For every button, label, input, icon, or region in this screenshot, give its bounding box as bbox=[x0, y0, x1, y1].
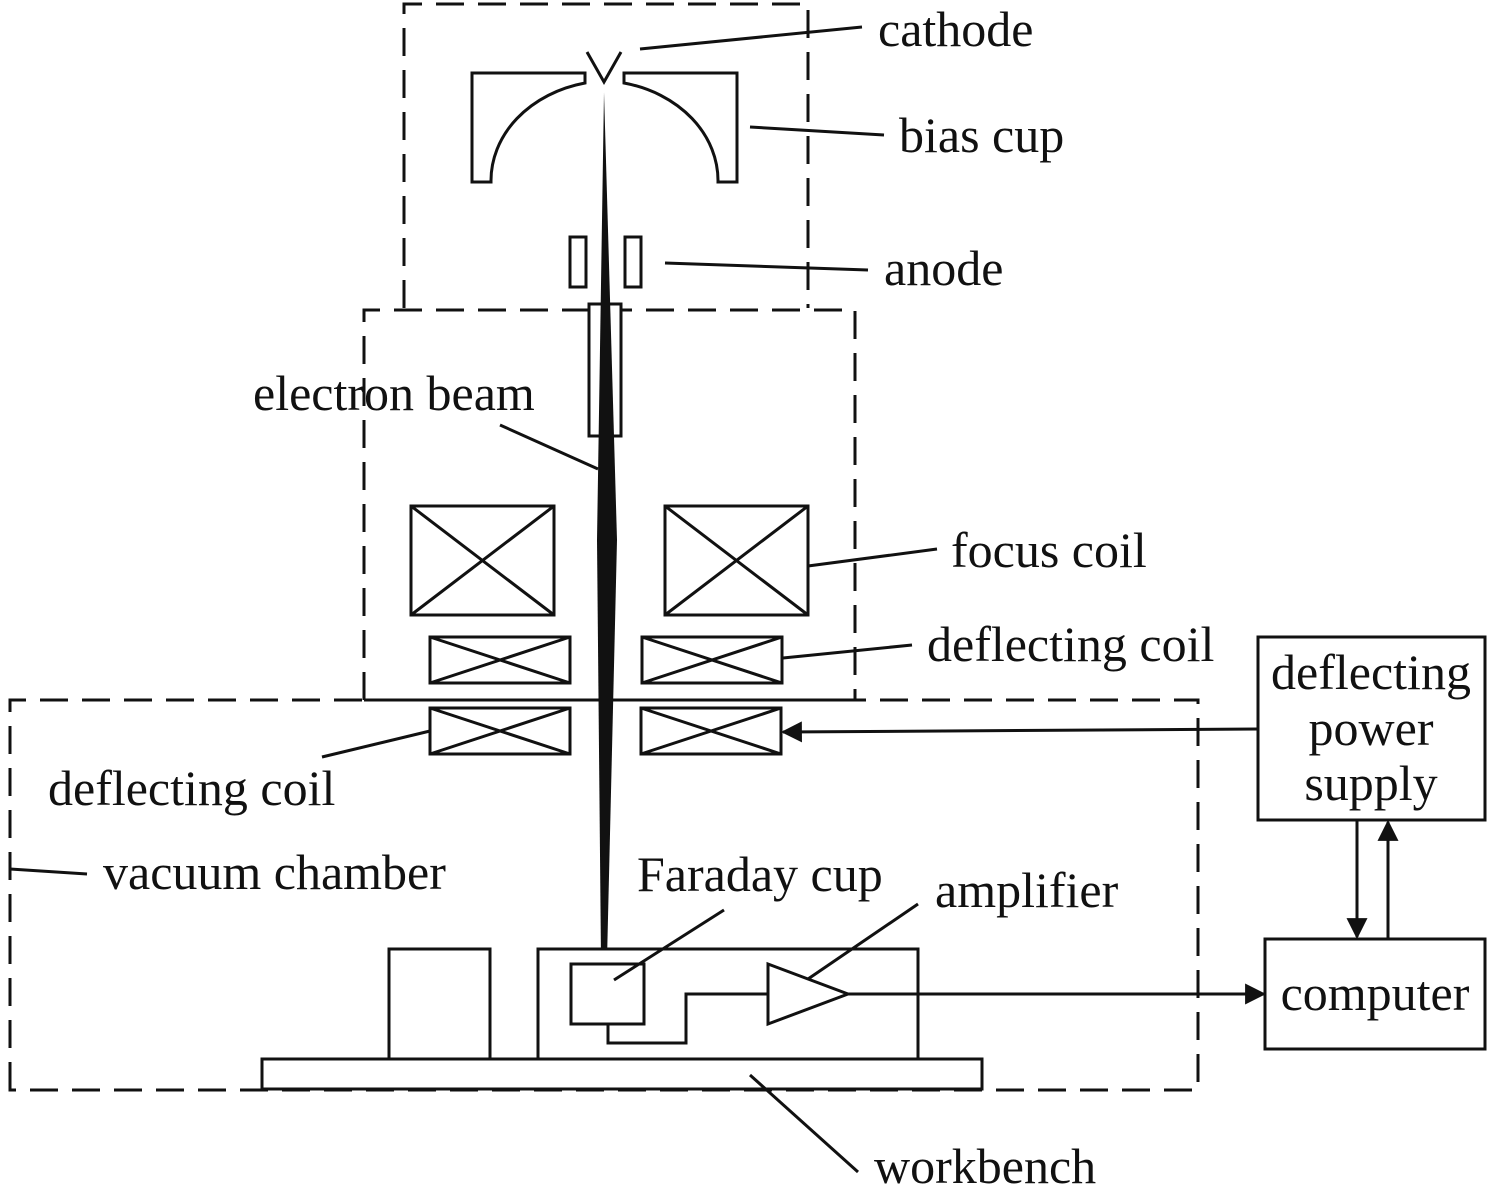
deflecting-coil-lower-label: deflecting coil bbox=[48, 760, 335, 816]
bias-cup-label: bias cup bbox=[899, 107, 1064, 163]
vacuum-chamber-leader bbox=[9, 867, 88, 876]
deflecting-coil-lower-left bbox=[428, 706, 572, 756]
workbench-leader bbox=[748, 1073, 860, 1174]
anode-left bbox=[568, 235, 588, 289]
anode-label: anode bbox=[884, 240, 1003, 296]
deflecting-coil-upper-left bbox=[428, 635, 572, 685]
workbench-label: workbench bbox=[874, 1138, 1096, 1194]
focus-coil-leader bbox=[807, 547, 938, 568]
electron-beam-label: electron beam bbox=[253, 365, 535, 421]
power-to-coil-wire bbox=[780, 721, 1259, 743]
focus-coil-left bbox=[409, 504, 556, 617]
left-block bbox=[387, 947, 492, 1061]
bias-cup-shape bbox=[470, 71, 587, 184]
faraday-to-amplifier-wire bbox=[606, 992, 768, 1045]
computer-box bbox=[1263, 937, 1487, 1051]
deflecting-coil-upper-right bbox=[640, 635, 784, 685]
anode-right bbox=[623, 235, 643, 289]
electron-beam-leader bbox=[499, 423, 599, 471]
focus-coil-label: focus coil bbox=[951, 522, 1147, 578]
electron-beam-shape bbox=[597, 92, 617, 960]
deflecting-coil-lower-leader bbox=[321, 729, 431, 759]
amplifier-leader bbox=[807, 902, 919, 981]
cathode-shape bbox=[585, 51, 623, 86]
anode-leader bbox=[664, 261, 869, 272]
amplifier-label: amplifier bbox=[935, 862, 1119, 918]
deflecting-coil-upper-label: deflecting coil bbox=[927, 616, 1214, 672]
focus-coil-right bbox=[663, 504, 810, 617]
cathode-label: cathode bbox=[878, 1, 1033, 57]
power-supply-label-line3: supply bbox=[1304, 755, 1437, 811]
vacuum-chamber-label: vacuum chamber bbox=[103, 844, 446, 900]
cathode-leader bbox=[639, 25, 863, 51]
power-supply-label-line2: power bbox=[1309, 700, 1434, 756]
gun-region-boundary bbox=[402, 2, 810, 308]
deflecting-coil-upper-leader bbox=[782, 643, 913, 660]
deflecting-power-supply-box bbox=[1256, 635, 1487, 822]
faraday-cup-label: Faraday cup bbox=[637, 846, 883, 902]
faraday-cup-leader bbox=[613, 908, 725, 982]
deflecting-coil-lower-right bbox=[639, 706, 783, 756]
faraday-cup-shape bbox=[569, 962, 646, 1026]
bias-cup-shape-right bbox=[622, 71, 739, 184]
workbench-plate bbox=[260, 1057, 984, 1091]
power-supply-label-line1: deflecting bbox=[1271, 644, 1471, 700]
computer-label: computer bbox=[1281, 965, 1470, 1021]
bias-cup-leader bbox=[749, 125, 885, 137]
